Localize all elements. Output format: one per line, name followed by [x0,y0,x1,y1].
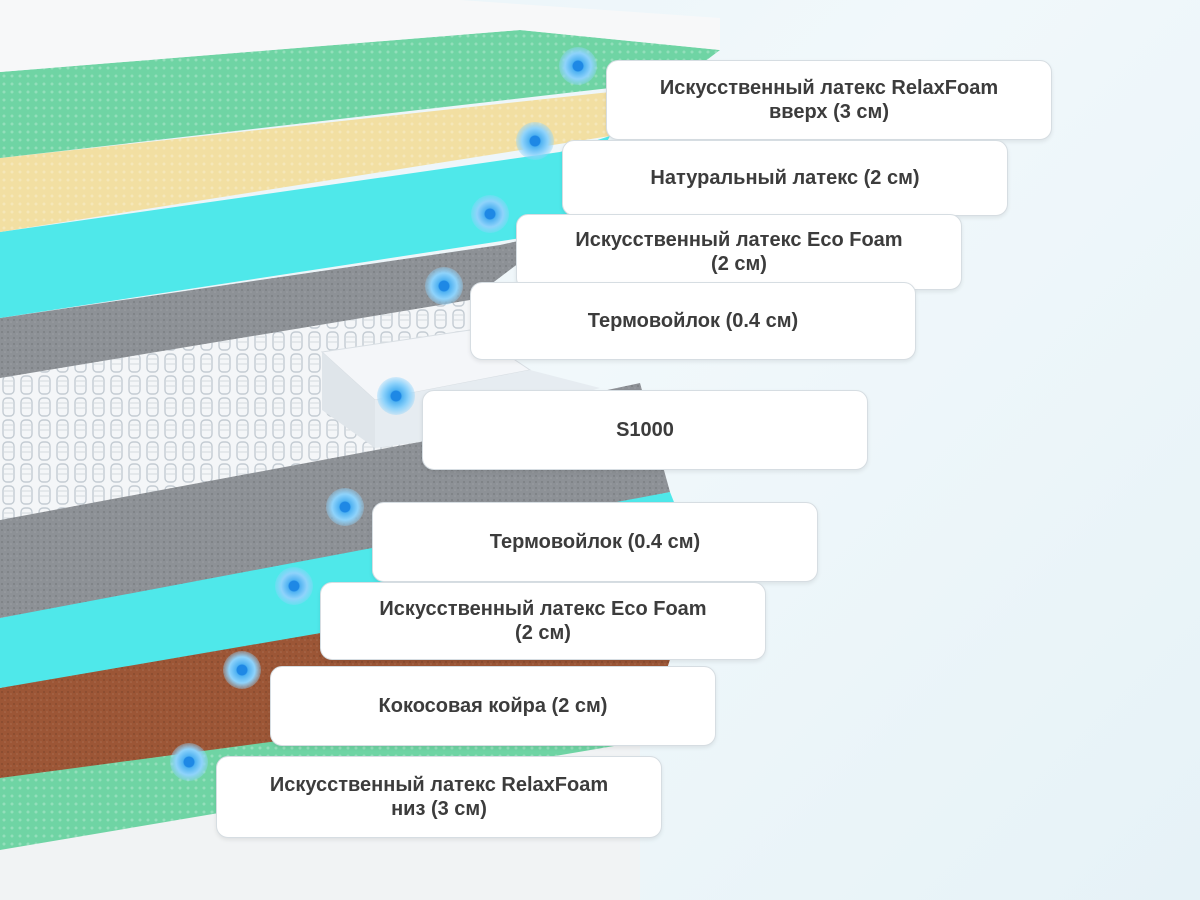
layer-label-line: низ (3 см) [391,798,487,820]
layer-label-text: Термовойлок (0.4 см) [490,530,700,554]
layer-label-text: Искусственный латекс Eco Foam(2 см) [575,228,902,276]
layer-marker-icon [377,377,415,415]
layer-label: S1000 [422,390,868,470]
layer-eco-foam-top [0,136,610,318]
spring-block-side [322,352,375,448]
layer-label-text: S1000 [616,418,674,442]
layer-label-line: Искусственный латекс Eco Foam [379,598,707,620]
layer-label: Искусственный латекс Eco Foam(2 см) [516,214,962,290]
layer-relaxfoam-top-texture [0,30,720,158]
layer-label-line: Натуральный латекс (2 см) [650,167,920,189]
layer-label-text: Кокосовая койра (2 см) [379,694,608,718]
top-white-cover [0,0,720,72]
layer-felt-top-texture [0,232,560,378]
layer-label-line: Кокосовая койра (2 см) [378,695,608,717]
layer-label-text: Натуральный латекс (2 см) [650,166,919,190]
layer-marker-icon [471,195,509,233]
layer-label-line: вверх (3 см) [769,101,889,123]
layer-label-line: Искусственный латекс RelaxFoam [659,77,999,99]
layer-marker-icon [559,47,597,85]
layer-natural-latex-texture [0,80,680,232]
layer-label-line: Термовойлок (0.4 см) [587,310,799,332]
layer-label-line: (2 см) [515,622,571,644]
layer-marker-icon [275,567,313,605]
layer-label: Искусственный латекс Eco Foam(2 см) [320,582,766,660]
layer-label-line: (2 см) [711,253,767,275]
layer-marker-icon [516,122,554,160]
layer-label-text: Искусственный латекс Eco Foam(2 см) [379,597,706,645]
layer-marker-icon [170,743,208,781]
layer-label-line: S1000 [616,419,674,441]
layer-label-line: Термовойлок (0.4 см) [489,531,701,553]
layer-marker-icon [425,267,463,305]
layer-label: Термовойлок (0.4 см) [372,502,818,582]
layer-label: Термовойлок (0.4 см) [470,282,916,360]
layer-label-line: Искусственный латекс RelaxFoam [269,774,609,796]
layer-label: Натуральный латекс (2 см) [562,140,1008,216]
layer-marker-icon [326,488,364,526]
layer-label: Кокосовая койра (2 см) [270,666,716,746]
layer-marker-icon [223,651,261,689]
layer-label-text: Термовойлок (0.4 см) [588,309,798,333]
layer-label-line: Искусственный латекс Eco Foam [575,229,903,251]
